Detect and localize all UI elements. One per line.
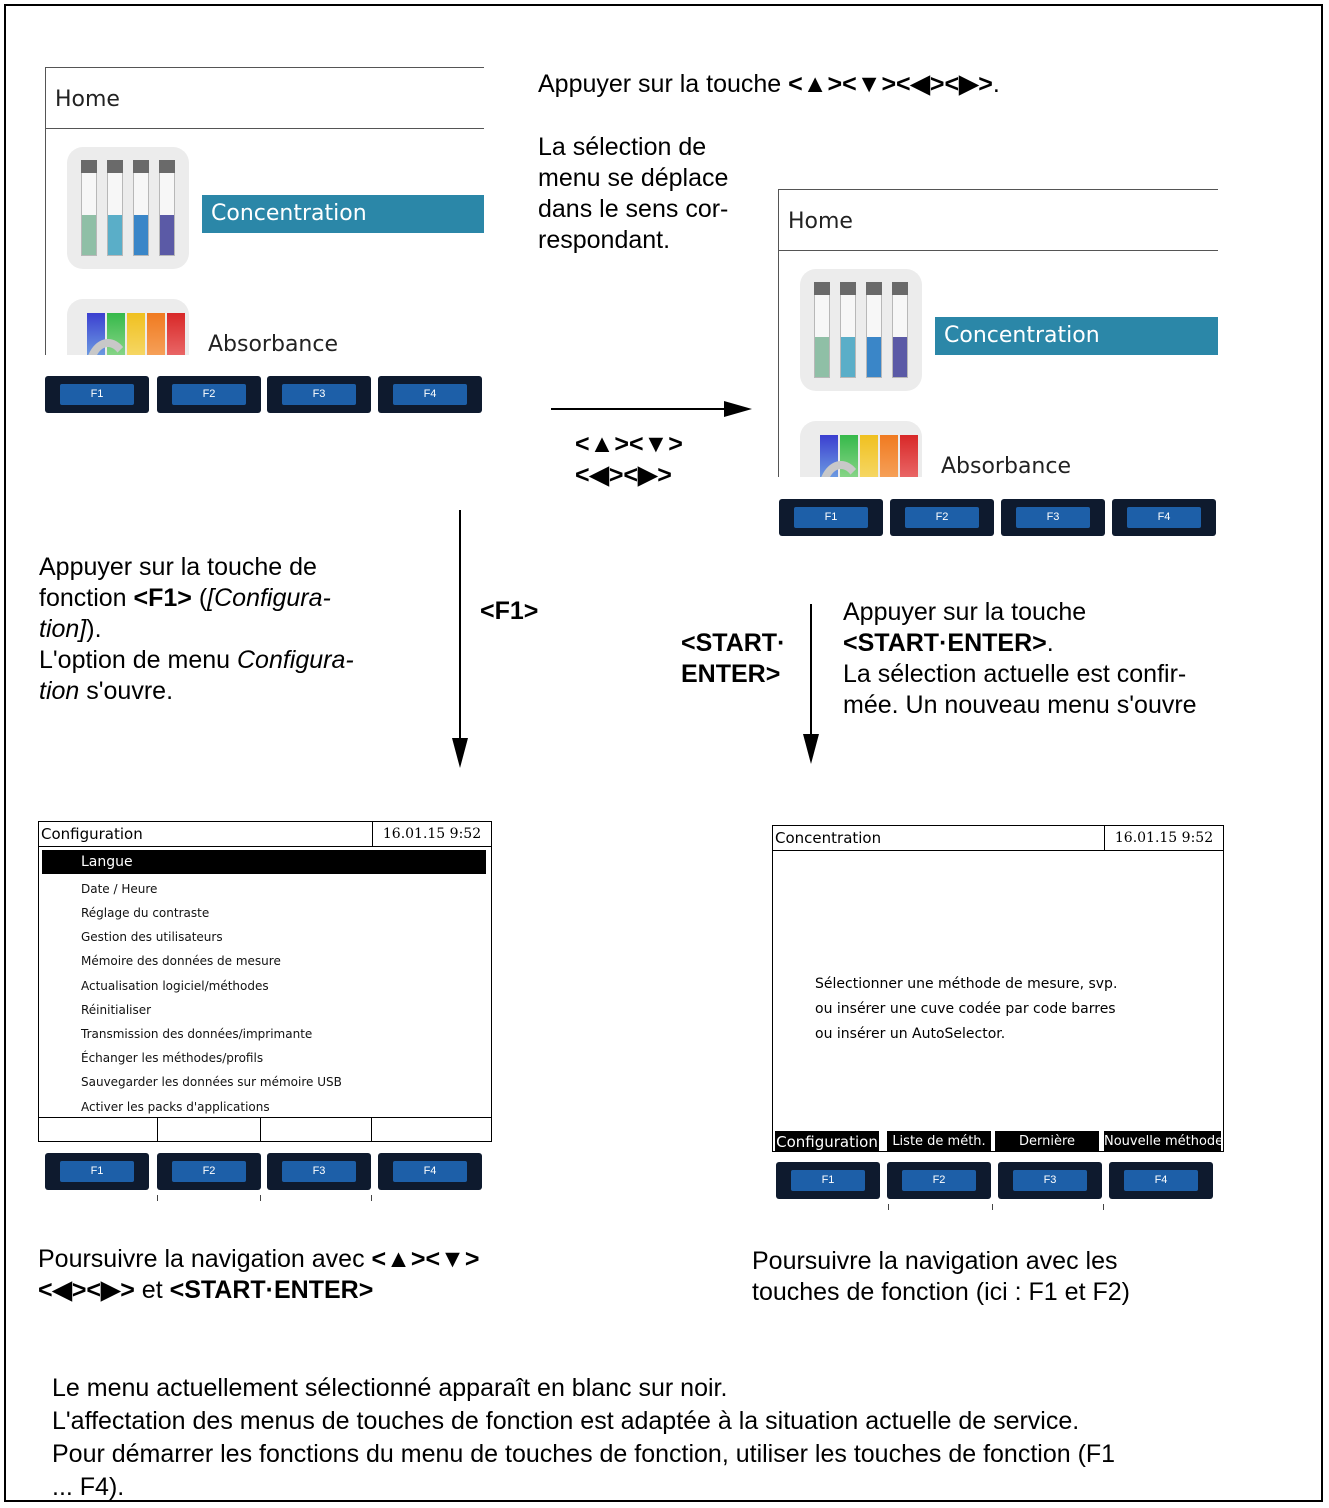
menu-item[interactable]: Actualisation logiciel/méthodes — [81, 979, 269, 993]
menu-item-concentration[interactable]: Concentration — [202, 195, 484, 233]
menu-item[interactable]: Mémoire des données de mesure — [81, 954, 281, 968]
menu-item[interactable]: Date / Heure — [81, 882, 158, 896]
menu-item-langue-selected[interactable]: Langue — [42, 850, 486, 874]
absorbance-spectrum-icon — [800, 421, 922, 477]
f3-key[interactable]: F3 — [267, 376, 371, 413]
diagram-frame — [4, 4, 1323, 1502]
concentration-tubes-icon — [67, 147, 189, 269]
softkey-bar-empty — [39, 1117, 491, 1141]
menu-item[interactable]: Gestion des utilisateurs — [81, 930, 223, 944]
note-line: Le menu actuellement sélectionné apparaî… — [52, 1374, 728, 1402]
softkey-method-list[interactable]: Liste de méth. — [887, 1131, 991, 1151]
concentration-tubes-icon — [800, 269, 922, 391]
home-title: Home — [788, 209, 853, 234]
absorbance-spectrum-icon — [67, 299, 189, 355]
f4-key[interactable]: F4 — [378, 376, 482, 413]
continue-navigation-right: Poursuivre la navigation avec les touche… — [752, 1247, 1130, 1306]
menu-item-absorbance[interactable]: Absorbance — [208, 332, 339, 355]
home-screen-before: Home Concentration Absorbance — [45, 67, 484, 355]
f3-key[interactable]: F3 — [1001, 499, 1105, 536]
function-keys-row: F1 F2 F3 F4 — [776, 1162, 1216, 1199]
screen-title: Configuration — [41, 825, 143, 843]
configuration-screen: Configuration 16.01.15 9:52 Langue Date … — [38, 821, 492, 1142]
instruction-start-enter: Appuyer sur la touche <START·ENTER>. La … — [843, 598, 1197, 719]
screen-title: Concentration — [775, 829, 882, 847]
note-line: ... F4). — [52, 1473, 125, 1501]
f1-key-label: <F1> — [480, 597, 539, 625]
menu-item[interactable]: Réglage du contraste — [81, 906, 210, 920]
instruction-message: Sélectionner une méthode de mesure, svp.… — [815, 976, 1118, 1042]
instruction-f1: Appuyer sur la touche de fonction <F1> (… — [39, 553, 354, 705]
softkey-last[interactable]: Dernière — [995, 1131, 1099, 1151]
concentration-screen: Concentration 16.01.15 9:52 Sélectionner… — [772, 825, 1224, 1152]
menu-item-absorbance[interactable]: Absorbance — [941, 454, 1072, 477]
function-keys-row: F1 F2 F3 F4 — [45, 1153, 485, 1190]
footer-notes: Le menu actuellement sélectionné apparaî… — [52, 1372, 1115, 1504]
start-enter-key-label: <START· ENTER> — [681, 629, 786, 688]
f2-key[interactable]: F2 — [157, 376, 261, 413]
instruction-arrows-body: La sélection de menu se déplace dans le … — [538, 133, 729, 254]
f4-key[interactable]: F4 — [378, 1153, 482, 1190]
f1-key[interactable]: F1 — [779, 499, 883, 536]
home-title: Home — [55, 87, 120, 112]
f4-key[interactable]: F4 — [1109, 1162, 1213, 1199]
f1-key[interactable]: F1 — [776, 1162, 880, 1199]
f3-key[interactable]: F3 — [998, 1162, 1102, 1199]
menu-item[interactable]: Activer les packs d'applications — [81, 1100, 270, 1114]
note-line: L'affectation des menus de touches de fo… — [52, 1407, 1080, 1435]
datetime: 16.01.15 9:52 — [1104, 826, 1223, 850]
menu-item[interactable]: Échanger les méthodes/profils — [81, 1051, 264, 1065]
note-line: Pour démarrer les fonctions du menu de t… — [52, 1440, 1116, 1468]
function-keys-row: F1 F2 F3 F4 — [779, 499, 1219, 536]
softkey-new-method[interactable]: Nouvelle méthode — [1104, 1131, 1221, 1151]
continue-navigation-left: Poursuivre la navigation avec <▲><▼> <◀>… — [38, 1245, 480, 1304]
softkey-bar: Configuration Liste de méth. Dernière No… — [773, 1129, 1223, 1151]
menu-item[interactable]: Transmission des données/imprimante — [81, 1027, 313, 1041]
f2-key[interactable]: F2 — [887, 1162, 991, 1199]
function-keys-row: F1 F2 F3 F4 — [45, 376, 485, 413]
menu-item[interactable]: Réinitialiser — [81, 1003, 152, 1017]
instruction-arrows-line1: Appuyer sur la touche <▲><▼><◀><▶>. — [538, 70, 1000, 98]
f2-key[interactable]: F2 — [157, 1153, 261, 1190]
softkey-configuration[interactable]: Configuration — [775, 1131, 879, 1151]
menu-item-concentration[interactable]: Concentration — [935, 317, 1218, 355]
datetime: 16.01.15 9:52 — [372, 822, 491, 846]
f4-key[interactable]: F4 — [1112, 499, 1216, 536]
home-screen-after: Home Concentration Absorbance — [778, 189, 1218, 477]
f1-key[interactable]: F1 — [45, 1153, 149, 1190]
f1-key[interactable]: F1 — [45, 376, 149, 413]
arrow-keys-label: <▲><▼> <◀><▶> — [575, 430, 683, 489]
menu-item[interactable]: Sauvegarder les données sur mémoire USB — [81, 1075, 342, 1089]
f3-key[interactable]: F3 — [267, 1153, 371, 1190]
f2-key[interactable]: F2 — [890, 499, 994, 536]
